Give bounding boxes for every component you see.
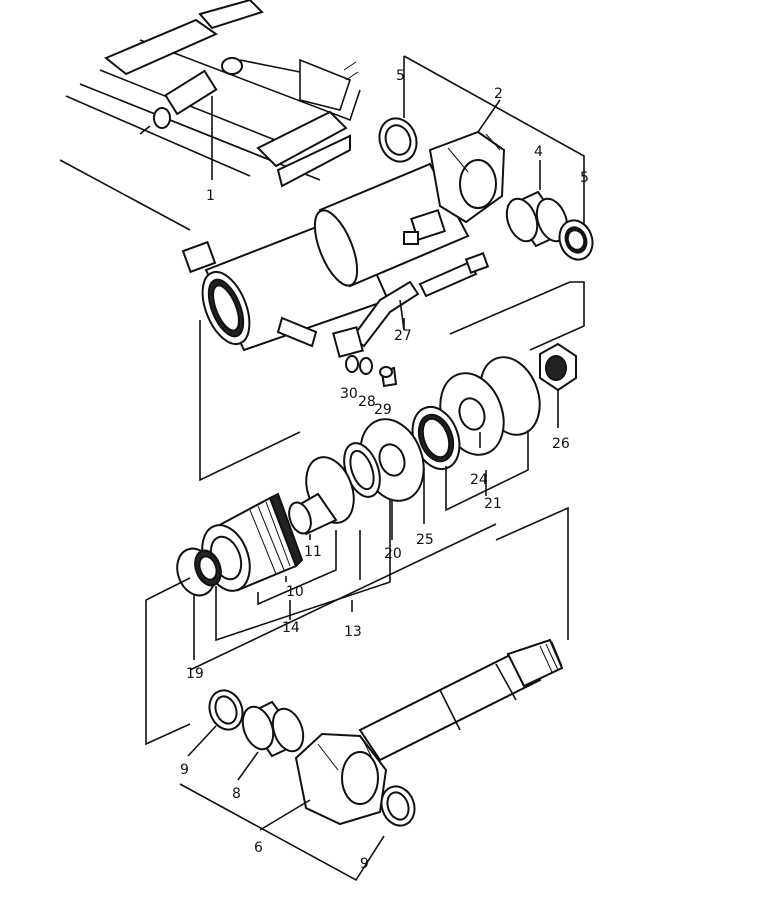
callout-21: 21 [484,496,502,512]
callout-24: 24 [470,472,488,488]
seal-9-lower-left [208,689,244,731]
callout-27: 27 [394,328,412,344]
piston-seals-24-25 [411,356,541,470]
callout-labels: 1 2 4 5 5 27 30 28 29 26 24 21 25 20 11 … [180,68,589,872]
fitting-hardware [345,355,398,388]
callout-10: 10 [286,584,304,600]
lock-nut-26 [539,342,577,392]
sleeve-11 [288,492,338,536]
callout-9-right: 9 [360,856,369,872]
seal-5-right [558,219,594,261]
callout-1: 1 [206,188,215,204]
callout-14: 14 [282,620,300,636]
callout-6: 6 [254,840,263,856]
callout-2: 2 [494,86,503,102]
hydraulic-line-27 [276,252,490,358]
callout-5-top: 5 [396,68,405,84]
callout-30: 30 [340,386,358,402]
callout-13: 13 [344,624,362,640]
frame-location-inset [59,0,361,231]
cylinder-tube [181,162,470,352]
leader-lines [145,55,585,882]
callout-4: 4 [534,144,543,160]
callout-8: 8 [232,786,241,802]
seal-9-lower-right [380,785,416,827]
callout-26: 26 [552,436,570,452]
callout-29: 29 [374,402,392,418]
callout-19: 19 [186,666,204,682]
callout-20: 20 [384,546,402,562]
callout-11: 11 [304,544,322,560]
snap-ring-19 [176,547,222,597]
piston-10 [201,492,304,592]
bushing-8 [241,700,305,758]
tube-clevis-eye [428,130,506,224]
rod-clevis-eye [294,732,388,826]
seal-5-upper [378,117,418,163]
bushing-4-upper [505,190,569,248]
callout-25: 25 [416,532,434,548]
piston-rod-6 [358,638,564,762]
callout-9-left: 9 [180,762,189,778]
callout-28: 28 [358,394,376,410]
callout-5-right: 5 [580,170,589,186]
